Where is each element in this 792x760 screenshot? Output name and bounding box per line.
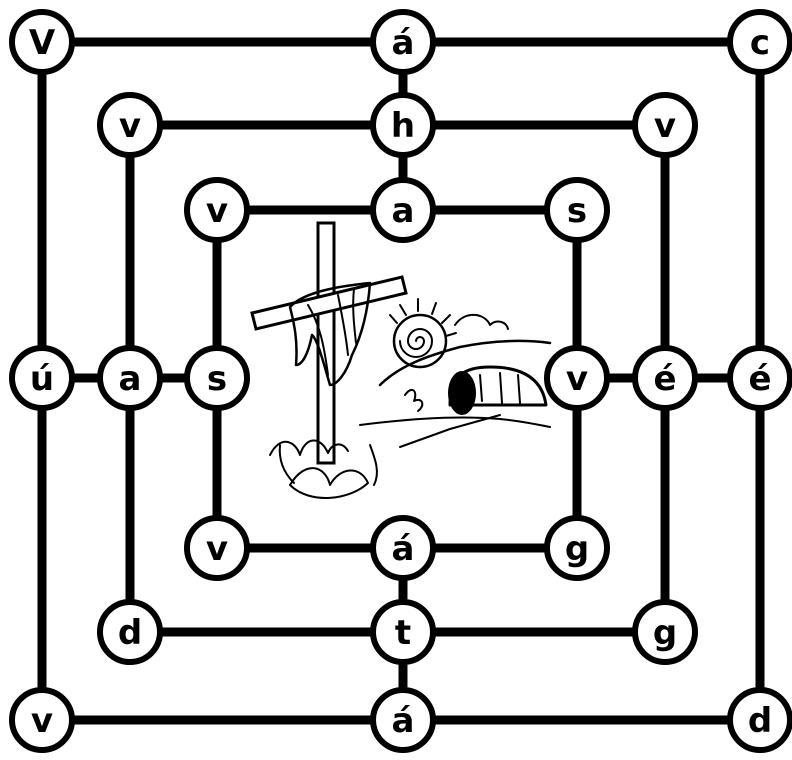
cross-and-tomb-illustration: [252, 223, 550, 498]
node-letter: á: [392, 23, 415, 63]
node-letter: v: [654, 106, 676, 146]
node-letter: á: [392, 701, 415, 741]
node-letter: v: [31, 701, 53, 741]
board-node-outer-tm[interactable]: á: [373, 12, 433, 72]
inner-ring-line: [217, 210, 577, 548]
node-letter: s: [207, 359, 227, 399]
node-letter: a: [392, 191, 415, 231]
board-node-outer-mr[interactable]: é: [730, 348, 790, 408]
board-node-outer-tr[interactable]: c: [730, 12, 790, 72]
node-letter: c: [750, 23, 770, 63]
node-letter: d: [118, 613, 142, 653]
board-node-inner-bl[interactable]: v: [187, 518, 247, 578]
board-node-middle-tr[interactable]: v: [635, 95, 695, 155]
node-letter: V: [29, 23, 56, 63]
node-letter: ú: [30, 359, 54, 399]
node-letter: é: [748, 359, 771, 399]
board-node-outer-br[interactable]: d: [730, 690, 790, 750]
node-letter: t: [395, 613, 411, 653]
board-node-middle-br[interactable]: g: [635, 602, 695, 662]
node-letter: é: [653, 359, 676, 399]
board-node-inner-bm[interactable]: á: [373, 518, 433, 578]
node-letter: h: [391, 106, 415, 146]
board-node-middle-tm[interactable]: h: [373, 95, 433, 155]
board-node-middle-bm[interactable]: t: [373, 602, 433, 662]
node-letter: d: [748, 701, 772, 741]
board-node-outer-bl[interactable]: v: [12, 690, 72, 750]
node-letter: v: [566, 359, 588, 399]
board-node-inner-tm[interactable]: a: [373, 180, 433, 240]
board-node-inner-ml[interactable]: s: [187, 348, 247, 408]
node-letter: v: [206, 529, 228, 569]
node-letter: g: [565, 529, 589, 569]
board-node-inner-tr[interactable]: s: [547, 180, 607, 240]
board-node-middle-bl[interactable]: d: [100, 602, 160, 662]
node-letter: á: [392, 529, 415, 569]
board-node-inner-br[interactable]: g: [547, 518, 607, 578]
node-letter: v: [206, 191, 228, 231]
board-node-middle-tl[interactable]: v: [100, 95, 160, 155]
node-letter: g: [653, 613, 677, 653]
node-letter: a: [119, 359, 142, 399]
board-node-outer-bm[interactable]: á: [373, 690, 433, 750]
board-node-inner-tl[interactable]: v: [187, 180, 247, 240]
node-letter: s: [567, 191, 587, 231]
board-node-middle-ml[interactable]: a: [100, 348, 160, 408]
board-node-middle-mr[interactable]: é: [635, 348, 695, 408]
board-node-inner-mr[interactable]: v: [547, 348, 607, 408]
board-node-outer-tl[interactable]: V: [12, 12, 72, 72]
board-node-outer-ml[interactable]: ú: [12, 348, 72, 408]
node-letter: v: [119, 106, 141, 146]
